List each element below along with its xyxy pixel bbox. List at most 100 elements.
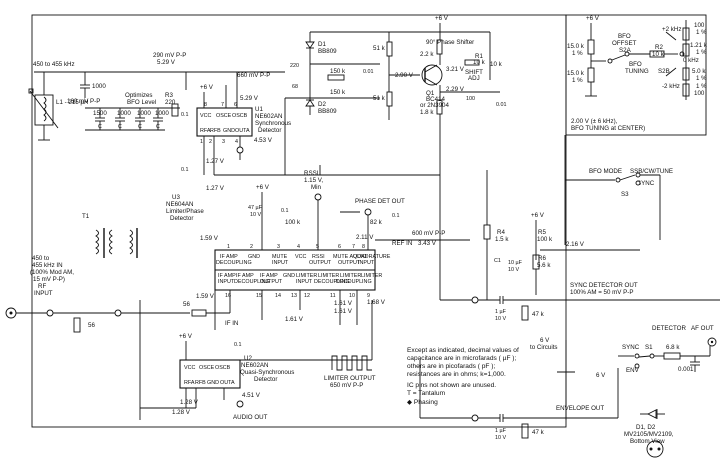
svg-text:16: 16 (225, 293, 231, 299)
svg-text:7: 7 (221, 102, 224, 108)
v290: 2.90 V (395, 72, 414, 79)
svg-text:10 V: 10 V (250, 212, 261, 218)
svg-text:OUTPUT: OUTPUT (260, 279, 283, 285)
af-out: AF OUT (691, 325, 714, 332)
sync-level: 100% AM = 50 mV P-P (570, 289, 633, 296)
r6-label: R6 (538, 255, 546, 262)
svg-text:3: 3 (222, 139, 225, 145)
svg-text:DECOUPLING: DECOUPLING (234, 279, 270, 285)
bfo-level: BFO Level (127, 99, 156, 106)
svg-text:IC pins not shown are unused.: IC pins not shown are unused. (407, 382, 496, 389)
u3-v161c: 1.61 V (334, 308, 353, 315)
d2-diode (305, 99, 315, 107)
u1-vplus: +6 V (200, 84, 214, 91)
cap-1500: 1500 (93, 110, 107, 117)
bfo-vplus: +6 V (586, 15, 600, 22)
bfo-minus2: -2 kHz (662, 83, 680, 90)
u3-r100k: 100 k (285, 219, 301, 226)
r5-val: 100 k (537, 236, 553, 243)
adj: ADJ (468, 75, 480, 82)
q1-label: Q1 (426, 90, 435, 97)
svg-text:10: 10 (349, 293, 355, 299)
svg-text:8: 8 (204, 102, 207, 108)
svg-text:47 µF: 47 µF (248, 205, 263, 211)
svg-text:DECOUPLING: DECOUPLING (216, 260, 252, 266)
svg-text:RFA: RFA (184, 380, 195, 386)
bfo-s2b: S2B (658, 68, 670, 75)
q1-part: BC414 (426, 96, 445, 103)
u3-v211: 2.11 V (356, 234, 374, 241)
svg-text:GND: GND (248, 254, 260, 260)
r51b: 51 k (373, 95, 386, 102)
svg-text:RFB: RFB (210, 128, 221, 134)
u1-part: NE602AN (255, 113, 283, 120)
det-r68k: 6.8 k (666, 344, 680, 351)
u1-v453: 4.53 V (254, 137, 273, 144)
svg-text:OSCE: OSCE (199, 365, 215, 371)
svg-text:4: 4 (235, 139, 238, 145)
svg-text:OSCE: OSCE (216, 113, 232, 119)
bfo-sync: SYNC (637, 180, 655, 187)
phase-shifter-title: 90° Phase Shifter (426, 39, 474, 46)
diode-pinout (646, 440, 664, 458)
bfo-r1e: 1 % (696, 75, 707, 82)
level-160: 160 mV P-P (67, 98, 100, 105)
u2-v451: 4.51 V (242, 392, 261, 399)
d1-label: D1 (318, 41, 326, 48)
det-sync: SYNC (622, 344, 640, 351)
u3-top-labels: IF AMP DECOUPLING GND MUTE INPUT VCC RSS… (216, 254, 391, 266)
bfo-resistors (585, 20, 690, 100)
svg-text:OSCB: OSCB (215, 365, 231, 371)
rf-in-5: RF (38, 283, 46, 290)
u3-rssi: RSSI (304, 170, 319, 177)
bfo-mode: BFO MODE (589, 168, 622, 175)
r6-val: 5.6 k (537, 262, 551, 269)
svg-text:MUTE: MUTE (272, 254, 288, 260)
bfo-r100: 100 (694, 22, 705, 29)
u2-desc2: Detector (254, 376, 277, 383)
r4-val: 1.5 k (495, 236, 509, 243)
svg-text:10 V: 10 V (508, 267, 519, 273)
t1-label: T1 (82, 213, 90, 220)
sync-out: SYNC DETECTOR OUT (570, 282, 638, 289)
tank-caps: 1000 1500 1000 1000 1000 C C C C (80, 72, 180, 131)
u3-v161: 1.61 V (285, 316, 304, 323)
svg-text:2: 2 (209, 139, 212, 145)
svg-text:GND: GND (223, 128, 235, 134)
svg-text:INPUT: INPUT (296, 279, 313, 285)
bfo-s2a: S2A (619, 47, 632, 54)
level-290: 290 mV P-P (153, 52, 186, 59)
bfo-plus2: +2 kHz (662, 26, 681, 33)
shift: SHIFT (465, 69, 483, 76)
q1-transistor (421, 64, 443, 86)
u1-desc1: Synchronous (255, 120, 291, 127)
phase-det-out: PHASE DET OUT (355, 198, 405, 205)
r-v6c: 6 V (596, 372, 606, 379)
r18: 1.8 k (420, 109, 434, 116)
bfo-r1b: 1 % (572, 77, 583, 84)
svg-text:INPUT: INPUT (272, 260, 289, 266)
svg-text:220: 220 (290, 63, 299, 69)
svg-text:IF AMP: IF AMP (260, 273, 278, 279)
svg-text:DECOUPLING: DECOUPLING (336, 279, 372, 285)
ps-vplus: +6 V (435, 15, 449, 22)
r3-val: 220 (165, 99, 176, 106)
rf-in-3: (100% Mod AM, (30, 269, 74, 276)
svg-text:IF AMP: IF AMP (236, 273, 254, 279)
u2-v128a: 1.28 V (180, 399, 199, 406)
u3-ifin: IF IN (225, 320, 238, 327)
level-529: 5.29 V (157, 59, 176, 66)
u3-desc1: Limiter/Phase (166, 208, 204, 215)
svg-text:OSCB: OSCB (232, 113, 248, 119)
bfo-offset-2: OFFSET (612, 40, 637, 47)
svg-text:10 µF: 10 µF (508, 260, 523, 266)
envelope-out: ENVELOPE OUT (556, 405, 604, 412)
svg-text:T = Tantalum: T = Tantalum (407, 390, 446, 397)
diode-label-2: MV2105/MV2109, (624, 431, 674, 438)
v229: 2.29 V (446, 86, 465, 93)
bfo-r1f: 1 % (696, 83, 707, 90)
svg-text:resistances are in ohms; k=1,0: resistances are in ohms; k=1,000. (407, 371, 506, 378)
svg-text:IF AMP: IF AMP (218, 273, 236, 279)
svg-text:RFB: RFB (195, 380, 206, 386)
r150b: 150 k (330, 89, 346, 96)
